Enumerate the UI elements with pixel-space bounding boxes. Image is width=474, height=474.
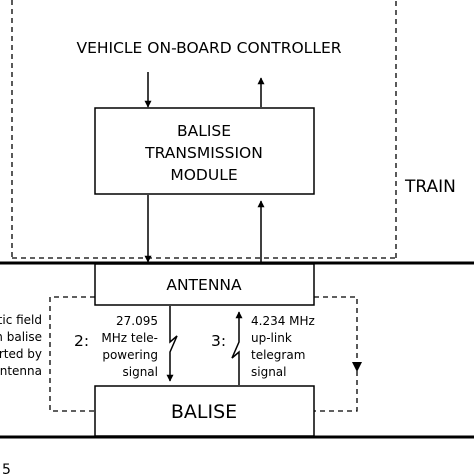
btm-label-line-2: TRANSMISSION: [144, 144, 263, 162]
left-note-line-1: tic field: [0, 313, 42, 327]
uplink-wave-arrow: [231, 311, 243, 385]
left-note-line-4: ntenna: [0, 364, 42, 378]
balise-label: BALISE: [171, 401, 237, 423]
btm-label-line-1: BALISE: [177, 122, 231, 140]
field-loop-arrow: [352, 362, 362, 372]
downlink-wave-arrow: [166, 306, 178, 382]
downlink-line-4: signal: [123, 365, 159, 379]
uplink-line-4: signal: [251, 365, 287, 379]
uplink-line-1: 4.234 MHz: [251, 314, 315, 328]
bottom-fragment: 5: [2, 462, 11, 474]
balise-box: [94, 385, 315, 437]
antenna-label: ANTENNA: [166, 276, 242, 294]
uplink-number: 3:: [211, 332, 226, 350]
uplink-line-3: telegram: [251, 348, 305, 362]
downlink-line-3: powering: [102, 348, 158, 362]
antenna-box: [94, 263, 315, 306]
downlink-line-1: 27.095: [116, 314, 158, 328]
field-loop-right: [314, 296, 358, 412]
train-label: TRAIN: [404, 177, 456, 197]
train-boundary: [11, 0, 397, 259]
uplink-line-2: up-link: [251, 331, 292, 345]
downlink-number: 2:: [74, 332, 89, 350]
downlink-line-2: MHz tele-: [101, 331, 158, 345]
left-note-line-2: n balise: [0, 330, 42, 344]
btm-label-line-3: MODULE: [170, 166, 237, 184]
left-note-line-3: rted by: [0, 347, 42, 361]
controller-label: VEHICLE ON-BOARD CONTROLLER: [76, 39, 341, 57]
btm-box: [94, 107, 315, 195]
field-loop-left: [49, 296, 95, 412]
